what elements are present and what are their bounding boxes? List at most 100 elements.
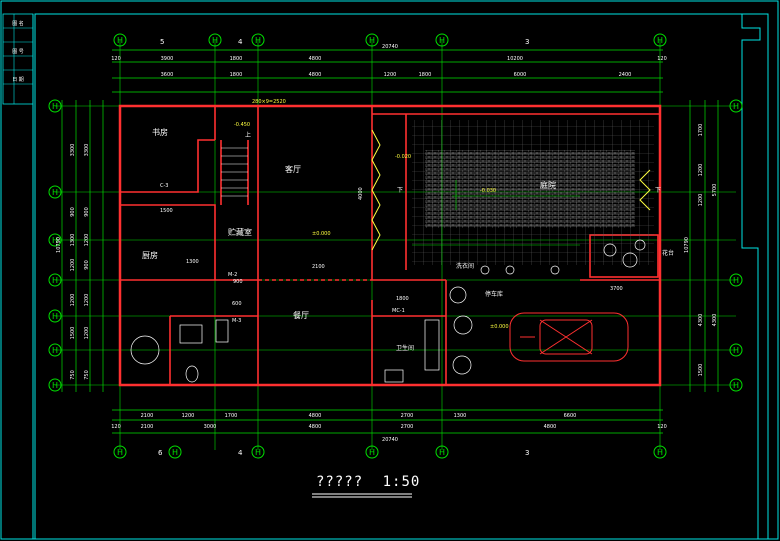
- stair-treads: [221, 147, 248, 197]
- elevation-label: -0.030: [480, 188, 496, 194]
- title-block-label: 图 名: [12, 20, 24, 27]
- dim-text: 4300: [698, 314, 704, 327]
- title-block-label: 图 号: [12, 49, 24, 55]
- room-label-laundry: 洗衣间: [456, 262, 474, 270]
- dim-text: 2700: [401, 413, 414, 419]
- room-label-kitchen: 厨房: [142, 250, 158, 260]
- axis-bubble: H: [251, 445, 265, 459]
- elevation-label: -0.020: [395, 154, 411, 160]
- dim-text: 3300: [84, 144, 90, 157]
- right-dimensions: [689, 100, 719, 392]
- dim-text: 10200: [507, 56, 523, 62]
- svg-text:H: H: [657, 448, 663, 457]
- dim-text: 1200: [384, 72, 397, 78]
- dim-text: 120: [657, 56, 667, 62]
- dim-text: 1200: [84, 327, 90, 340]
- axis-bubble: H: [435, 445, 449, 459]
- title-block-label: 日 期: [12, 77, 24, 83]
- svg-text:H: H: [733, 102, 739, 111]
- svg-text:H: H: [212, 36, 218, 45]
- dim-text: 3000: [204, 424, 217, 430]
- svg-text:H: H: [733, 346, 739, 355]
- dim-text: 1200: [70, 259, 76, 272]
- dim-text: 120: [111, 56, 121, 62]
- dim-text: 4300: [712, 314, 718, 327]
- dim-text: 1200: [698, 194, 704, 207]
- axis-bubble: H: [653, 445, 667, 459]
- svg-text:H: H: [439, 448, 445, 457]
- annotations: 上 下 下 ±0.000 -0.020 -0.030 -0.450 ±0.000…: [160, 99, 661, 330]
- title-block: 图 名 图 号 日 期: [2, 13, 34, 105]
- axis-bubble: H: [251, 33, 265, 47]
- dim-text: 10790: [56, 237, 62, 253]
- left-dimension-text: 3300 900 1300 1200 1200 1500 750 3300 90…: [56, 144, 90, 380]
- drawing-title-scale: 1:50: [382, 474, 421, 490]
- dim-text: 4800: [544, 424, 557, 430]
- left-axis-bubbles: H H H H H H H: [48, 99, 62, 392]
- dim-text: 1700: [698, 124, 704, 137]
- right-axis-bubbles: H H H H: [729, 99, 743, 392]
- dim-text: 900: [233, 279, 243, 285]
- dim-text: 1800: [230, 56, 243, 62]
- stair-note: 280×9=2520: [252, 99, 286, 105]
- dim-text: 600: [232, 301, 242, 307]
- axis-bubble: H: [653, 33, 667, 47]
- dim-text: 6600: [564, 413, 577, 419]
- door-tag: C-3: [160, 183, 168, 189]
- dim-text: 900: [84, 207, 90, 217]
- dim-text: 1200: [70, 294, 76, 307]
- folding-door: [371, 129, 651, 251]
- top-dimensions: [112, 49, 663, 93]
- svg-text:H: H: [52, 188, 58, 197]
- svg-text:H: H: [733, 381, 739, 390]
- car-symbol: [509, 312, 629, 362]
- room-label-living: 客厅: [285, 164, 301, 174]
- svg-text:H: H: [657, 36, 663, 45]
- dim-text: 10790: [684, 237, 690, 253]
- down-label: 下: [397, 187, 403, 194]
- axis-bubble: H: [113, 445, 127, 459]
- svg-text:H: H: [117, 448, 123, 457]
- door-tag: M-2: [228, 272, 237, 278]
- svg-text:H: H: [52, 346, 58, 355]
- svg-text:H: H: [52, 381, 58, 390]
- axis-number: 4: [238, 449, 243, 457]
- axis-bubble: H: [365, 33, 379, 47]
- exterior-walls: [118, 104, 662, 387]
- dim-text: 3700: [610, 286, 623, 292]
- room-label-study: 书房: [152, 127, 168, 137]
- dim-text: 1700: [225, 413, 238, 419]
- axis-bubble: H: [365, 445, 379, 459]
- dim-text: 3300: [70, 144, 76, 157]
- top-axis-bubbles: H H H H H H 5 4 3: [113, 33, 667, 47]
- dim-text: 1300: [186, 259, 199, 265]
- svg-text:H: H: [117, 36, 123, 45]
- elevation-label: ±0.000: [490, 324, 509, 330]
- drawing-title: ????? 1:50: [316, 474, 430, 490]
- room-label-storage: 贮藏室: [228, 227, 252, 237]
- left-dimensions: [61, 100, 104, 392]
- axis-number: 4: [238, 38, 243, 46]
- svg-text:H: H: [255, 448, 261, 457]
- down-label: 下: [655, 187, 661, 194]
- svg-text:H: H: [172, 448, 178, 457]
- room-label-courtyard: 庭院: [540, 180, 556, 190]
- dim-text: 4800: [309, 56, 322, 62]
- room-label-dining: 餐厅: [293, 311, 309, 320]
- room-label-parking: 停车库: [485, 290, 503, 298]
- dim-text: 1300: [454, 413, 467, 419]
- right-dimension-text: 1700 1200 1200 4300 1500 5700 4300 10790: [684, 124, 718, 377]
- courtyard-floor: [412, 120, 654, 265]
- room-label-garden: 花台: [662, 249, 674, 257]
- dim-text: 6000: [514, 72, 527, 78]
- elevation-label: -0.450: [234, 122, 250, 128]
- dim-text: 1200: [84, 234, 90, 247]
- dim-text: 20740: [382, 437, 398, 443]
- top-dimension-text: 20740 3900 1800 4800 10200 3600 1800 480…: [111, 44, 667, 78]
- room-labels: 书房 客厅 贮藏室 厨房 餐厅 庭院 停车库 花台 洗衣间 卫生间: [142, 127, 674, 352]
- dim-text: 1200: [84, 294, 90, 307]
- svg-text:H: H: [369, 36, 375, 45]
- door-tag: MC-1: [392, 308, 405, 314]
- bottom-dimension-text: 2100 1200 1700 4800 2700 1300 6600 2100 …: [111, 413, 667, 443]
